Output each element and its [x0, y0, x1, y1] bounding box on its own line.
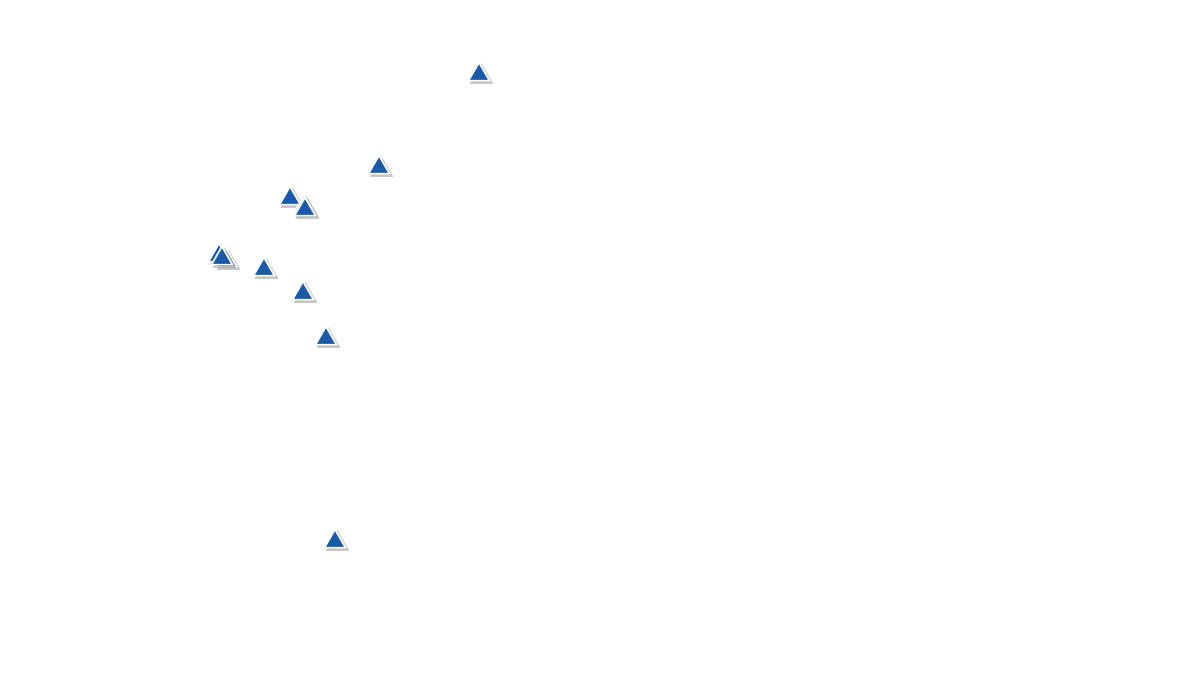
triangle-marker-icon: [470, 64, 488, 80]
triangle-marker-icon: [255, 259, 273, 275]
map-marker[interactable]: [252, 255, 279, 279]
map-marker[interactable]: [323, 527, 350, 551]
map-marker[interactable]: [278, 184, 305, 208]
triangle-marker-icon: [294, 283, 312, 299]
map-marker[interactable]: [467, 60, 494, 84]
map-marker[interactable]: [314, 324, 341, 348]
triangle-marker-icon: [281, 188, 299, 204]
triangle-marker-icon: [213, 248, 231, 264]
triangle-marker-icon: [317, 328, 335, 344]
triangle-marker-icon: [326, 531, 344, 547]
triangle-marker-icon: [296, 199, 314, 215]
map-marker[interactable]: [367, 153, 394, 177]
map-marker[interactable]: [293, 195, 320, 219]
map-marker[interactable]: [291, 279, 318, 303]
map-marker[interactable]: [210, 244, 237, 268]
triangle-marker-icon: [370, 157, 388, 173]
